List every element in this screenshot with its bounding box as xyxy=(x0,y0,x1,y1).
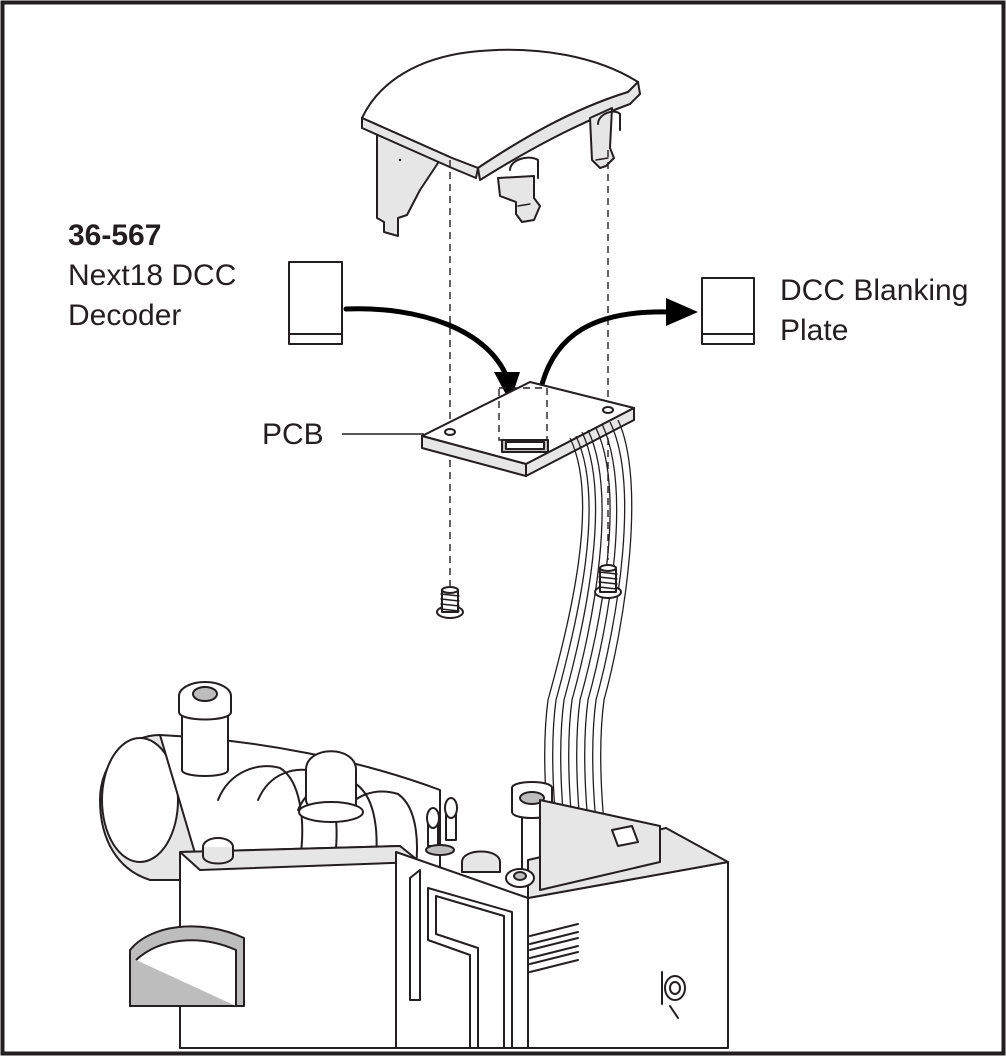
blanking-plate-line1-text: DCC Blanking xyxy=(780,274,968,307)
cover-piece xyxy=(361,48,641,237)
blanking-plate-label: DCC Blanking Plate xyxy=(780,274,968,347)
blanking-plate-line2-text: Plate xyxy=(780,314,848,347)
alignment-lines xyxy=(449,150,609,588)
left-screw xyxy=(436,586,464,619)
remove-blanking-plate-arrow xyxy=(535,298,698,407)
blanking-plate-card xyxy=(701,277,755,345)
pcb-label-text: PCB xyxy=(262,418,324,451)
pcb-board xyxy=(421,381,635,477)
insert-decoder-arrow xyxy=(343,306,520,402)
decoder-code-text: 36-567 xyxy=(68,219,161,252)
decoder-name-line1-text: Next18 DCC xyxy=(68,259,236,292)
pcb-label: PCB xyxy=(262,418,424,451)
decoder-name-line2-text: Decoder xyxy=(68,299,181,332)
decoder-label: 36-567 Next18 DCC Decoder xyxy=(68,219,236,332)
right-screw xyxy=(594,564,622,599)
locomotive-body xyxy=(99,681,729,1049)
decoder-card xyxy=(288,261,343,345)
